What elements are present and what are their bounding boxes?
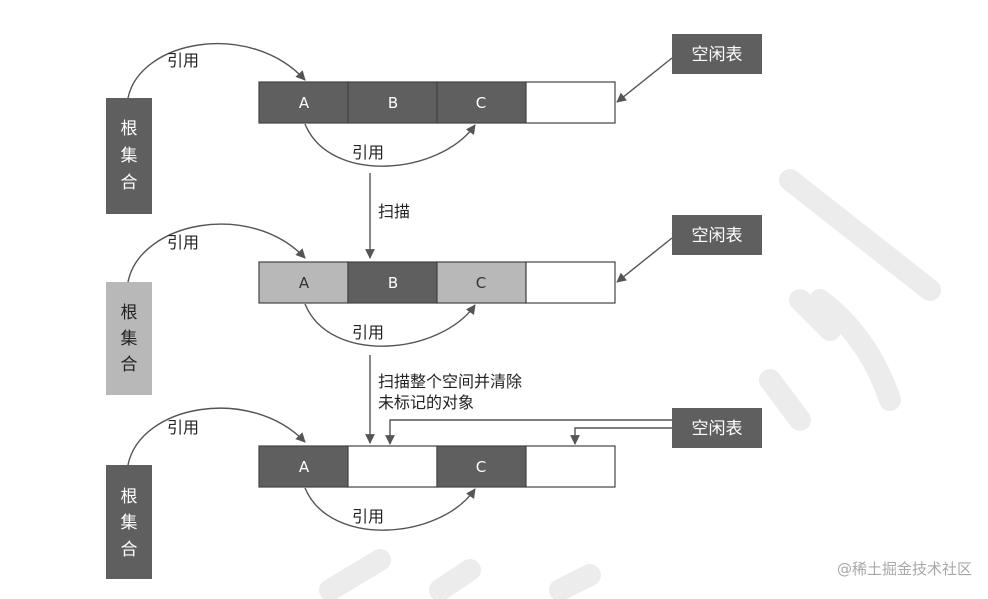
root-set-label-char: 集 [121, 513, 138, 533]
root-set-box [106, 465, 152, 579]
free-list-box [672, 34, 762, 74]
root-set-box [106, 282, 152, 395]
heap-cell-b [347, 81, 438, 124]
stage-3: 根 集 合 引用 A C 引用 空闲表 [106, 407, 762, 579]
reference-label-bottom: 引用 [352, 143, 384, 162]
heap-cell-free [525, 445, 616, 488]
heap-cell-freed [347, 445, 438, 488]
heap-cell-b [347, 261, 438, 304]
step-sweep: 扫描整个空间并清除 未标记的对象 [365, 355, 522, 444]
free-list-label: 空闲表 [692, 226, 743, 246]
free-list-box [672, 408, 762, 448]
heap-cell-c-label: C [476, 94, 486, 112]
heap-row: A B C [258, 81, 616, 124]
step-scan: 扫描 [365, 173, 410, 259]
source-watermark: @稀土掘金技术社区 [836, 560, 972, 578]
reference-arrow-top [127, 407, 306, 466]
root-set-label-char: 集 [121, 329, 138, 349]
heap-row: A C [258, 445, 616, 488]
root-set-label-char: 合 [121, 173, 138, 193]
heap-cell-a [258, 445, 349, 488]
free-list-pointer [616, 57, 673, 103]
stage-1: 根 集 合 引用 A B C 引用 空闲表 [106, 34, 762, 214]
reference-arrow-bottom [304, 487, 476, 531]
heap-row: A B C [258, 261, 616, 304]
root-set-label-char: 集 [121, 146, 138, 166]
stage-2: 根 集 合 引用 A B C 引用 空闲表 [106, 215, 762, 395]
reference-label-bottom: 引用 [352, 507, 384, 526]
reference-label-bottom: 引用 [352, 323, 384, 342]
heap-cell-free [525, 81, 616, 124]
heap-cell-c-label: C [476, 274, 486, 292]
root-set-box [106, 98, 152, 214]
reference-arrow-bottom [304, 123, 476, 167]
reference-label-top: 引用 [167, 51, 199, 70]
step-label-line-2: 未标记的对象 [378, 393, 474, 412]
heap-cell-c-label: C [476, 458, 486, 476]
free-list-pointer [616, 237, 673, 283]
reference-label-top: 引用 [167, 418, 199, 437]
reference-arrow-bottom [304, 303, 476, 347]
heap-cell-a [258, 261, 349, 304]
background-decoration [319, 169, 941, 599]
heap-cell-a-label: A [299, 94, 310, 112]
step-label-line-1: 扫描整个空间并清除 [378, 372, 522, 391]
heap-cell-c [436, 445, 527, 488]
heap-cell-free [525, 261, 616, 304]
root-set-label-char: 根 [121, 487, 138, 507]
heap-cell-a [258, 81, 349, 124]
reference-arrow-top [127, 42, 306, 99]
root-set-label-char: 合 [121, 540, 138, 560]
heap-cell-b-label: B [388, 94, 398, 112]
reference-arrow-top [127, 223, 306, 283]
heap-cell-a-label: A [299, 458, 310, 476]
free-list-pointer-free-cell [570, 427, 672, 445]
free-list-label: 空闲表 [692, 419, 743, 439]
reference-label-top: 引用 [167, 233, 199, 252]
root-set-label-char: 根 [121, 119, 138, 139]
free-list-box [672, 215, 762, 255]
heap-cell-b-label: B [388, 274, 398, 292]
root-set-label-char: 合 [121, 355, 138, 375]
heap-cell-c [436, 261, 527, 304]
free-list-pointer-freed-cell [385, 419, 672, 445]
heap-cell-a-label: A [299, 274, 310, 292]
free-list-label: 空闲表 [692, 45, 743, 65]
step-label: 扫描 [378, 202, 410, 221]
root-set-label-char: 根 [121, 303, 138, 323]
